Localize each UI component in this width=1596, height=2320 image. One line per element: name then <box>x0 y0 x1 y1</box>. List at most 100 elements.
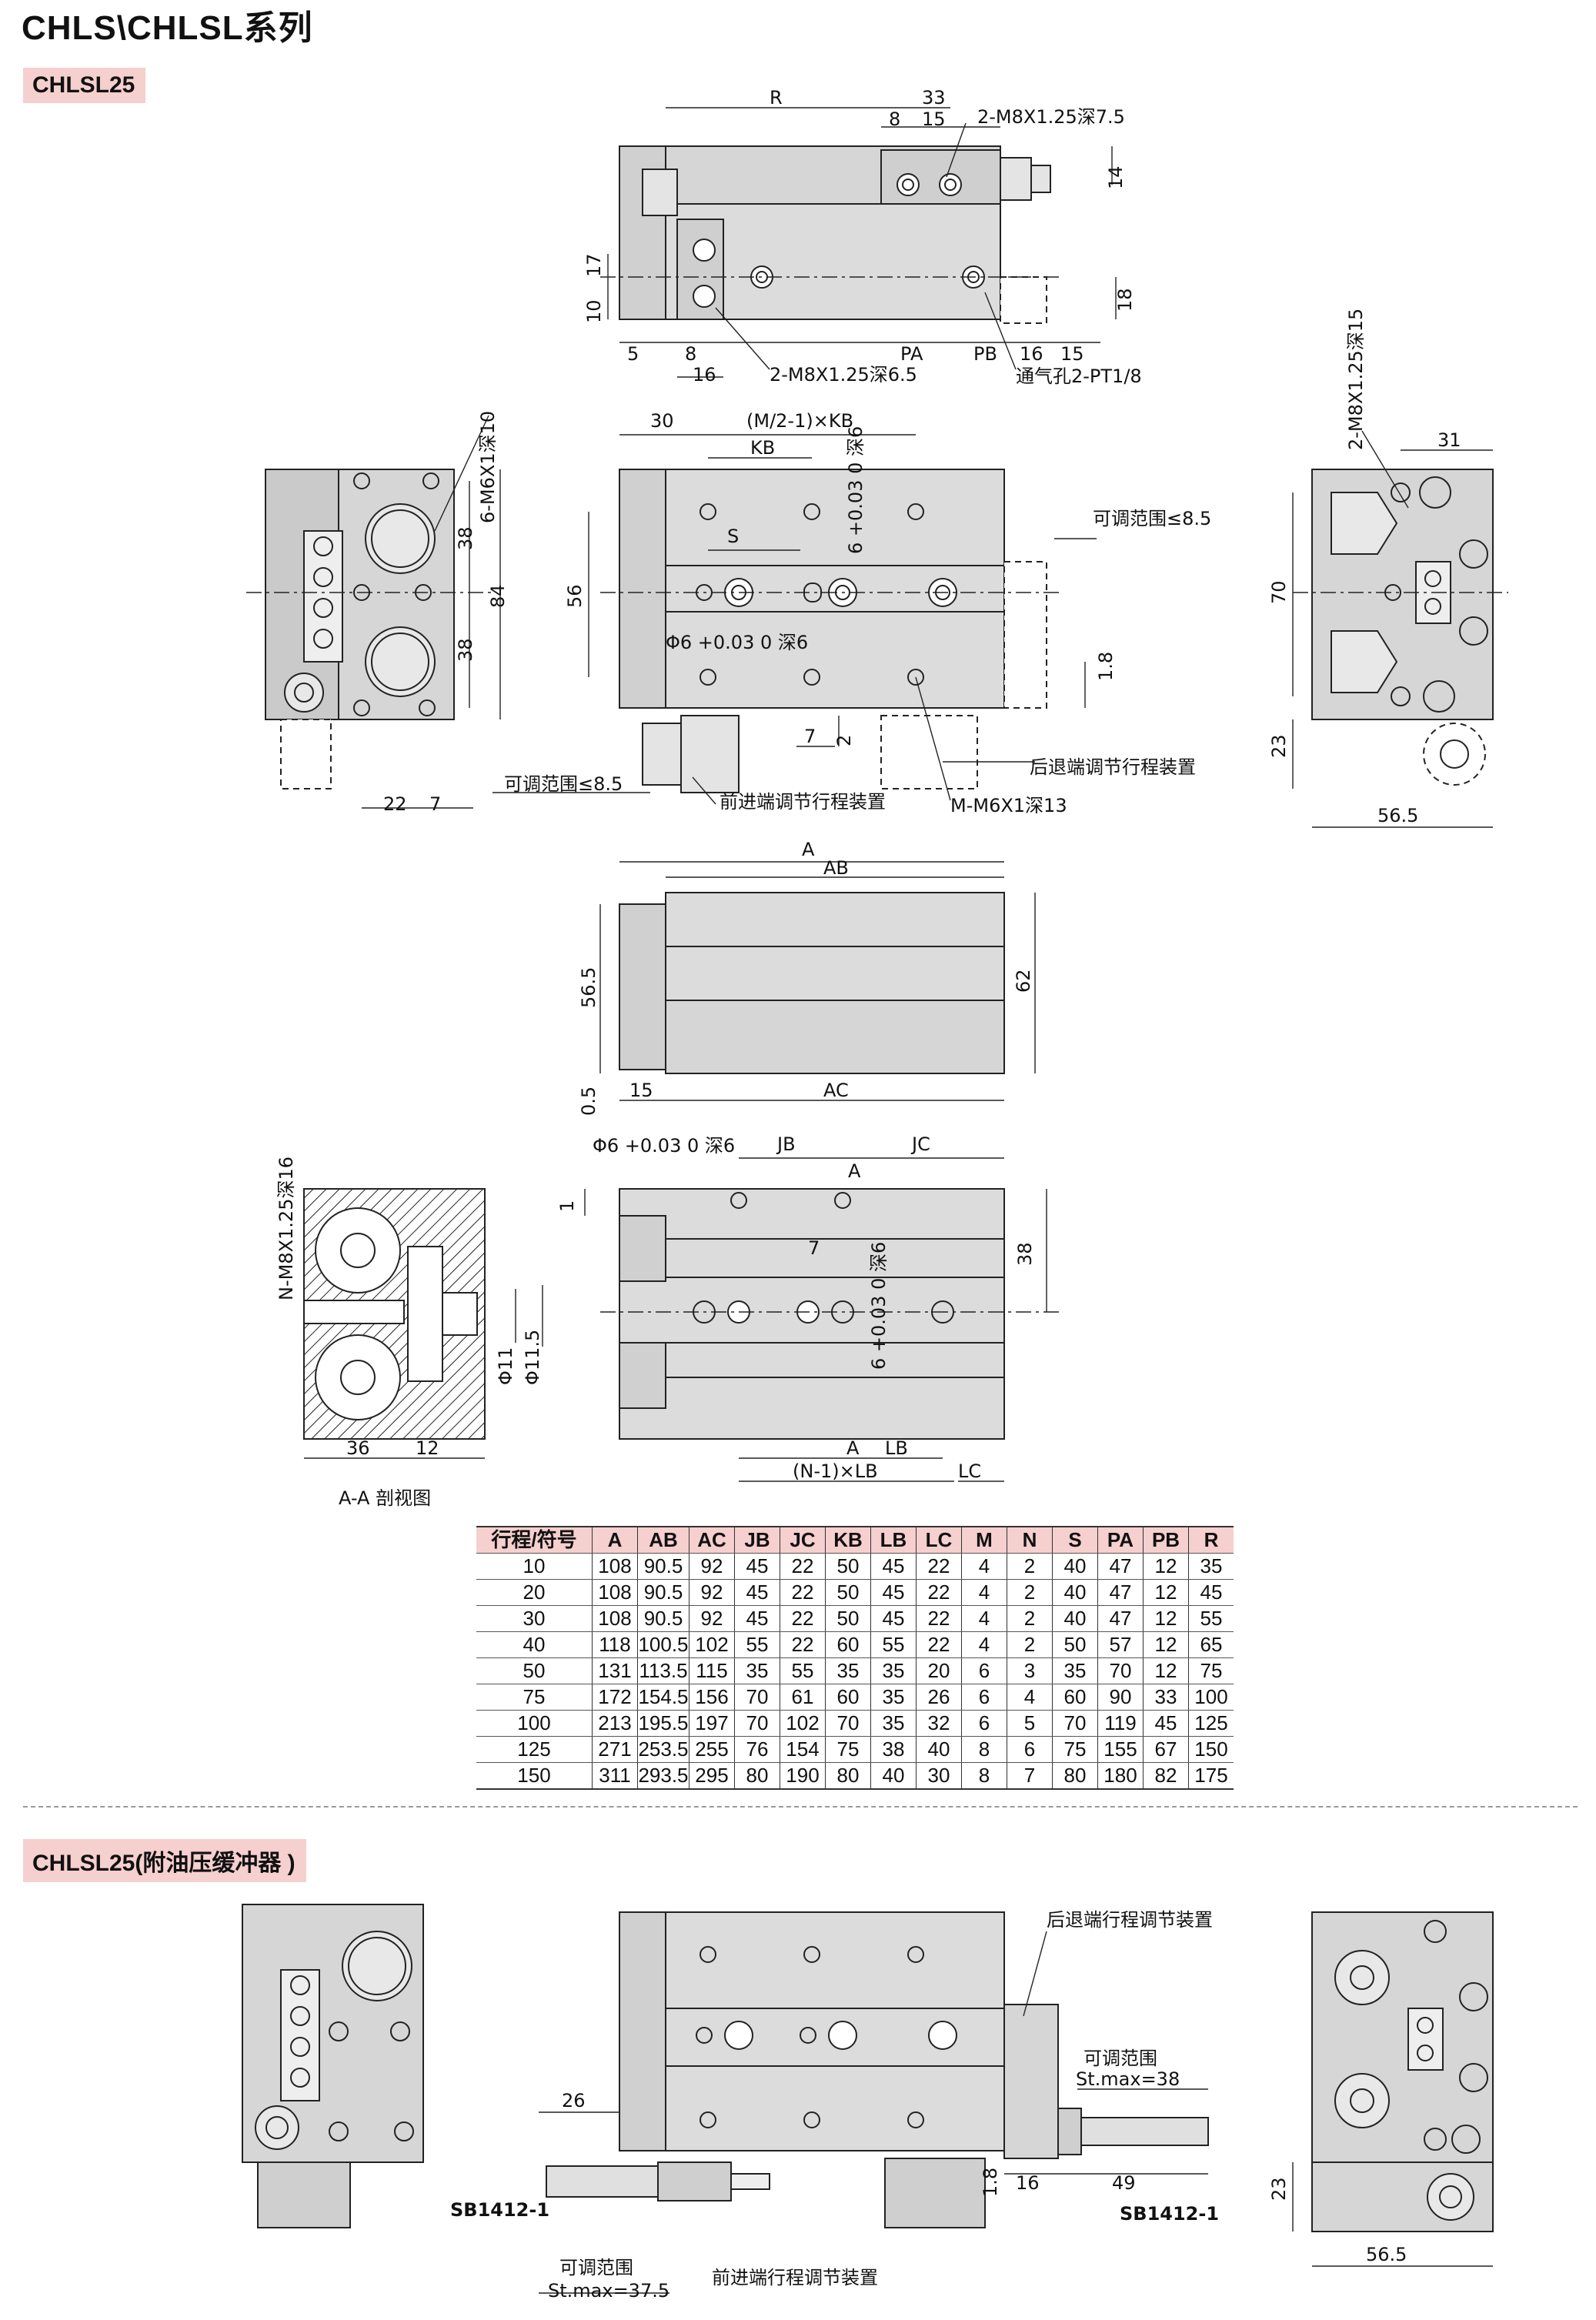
table-cell: 90.5 <box>637 1579 689 1606</box>
dim-a2: A <box>848 1160 861 1182</box>
table-header: N <box>1007 1526 1053 1554</box>
dim-b-adj: 可调范围 <box>1083 2048 1157 2069</box>
table-cell: 35 <box>1188 1553 1234 1580</box>
table-cell: 61 <box>780 1684 826 1711</box>
right-end-view <box>1292 430 1508 828</box>
dim-b-adj2: 可调范围 <box>559 2257 633 2278</box>
dim-phi115: Φ11.5 <box>522 1330 543 1385</box>
table-cell: 197 <box>689 1710 735 1737</box>
table-cell: 190 <box>780 1762 826 1790</box>
dim-kb: KB <box>750 437 775 459</box>
dim-b-16: 16 <box>1016 2172 1040 2194</box>
table-cell: 22 <box>780 1579 826 1606</box>
dim-left-thread: 6-M6X1深10 <box>477 411 499 523</box>
table-cell: 108 <box>592 1579 638 1606</box>
dim-15c: 15 <box>629 1080 653 1101</box>
table-cell: 70 <box>825 1710 871 1737</box>
table-cell: 60 <box>825 1631 871 1658</box>
table-cell: 40 <box>1052 1579 1098 1606</box>
table-cell: 3 <box>1007 1657 1053 1684</box>
section-view <box>303 1188 543 1459</box>
table-cell: 6 <box>961 1684 1007 1711</box>
table-header: AC <box>689 1526 735 1554</box>
table-cell: 175 <box>1188 1762 1234 1790</box>
table-cell: 155 <box>1097 1736 1144 1763</box>
dim-phi11: Φ11 <box>495 1347 516 1385</box>
table-cell: 6 <box>961 1657 1007 1684</box>
table-header: AB <box>637 1526 689 1554</box>
table-cell: 80 <box>825 1762 871 1790</box>
dim-mkb: (M/2-1)×KB <box>746 410 853 432</box>
dim-30: 30 <box>650 410 674 432</box>
table-cell: 45 <box>734 1553 780 1580</box>
table-cell: 35 <box>870 1710 917 1737</box>
table-cell: 92 <box>689 1579 735 1606</box>
table-cell: 35 <box>870 1657 917 1684</box>
dim-565b: 56.5 <box>578 967 599 1008</box>
table-header: JC <box>780 1526 826 1554</box>
dim-56: 56 <box>564 584 586 608</box>
dim-2: 2 <box>833 735 855 746</box>
dim-phi-hole: Φ6 +0.03 0 深6 <box>593 1135 735 1157</box>
table-cell: 70 <box>734 1710 780 1737</box>
dim-b-st375: St.max=37.5 <box>548 2280 669 2302</box>
top-view <box>600 107 1117 378</box>
dim-b-sb1: SB1412-1 <box>450 2199 549 2221</box>
table-cell: 45 <box>1143 1710 1189 1737</box>
table-cell: 154.5 <box>637 1684 689 1711</box>
table-cell: 102 <box>780 1710 826 1737</box>
dim-s: S <box>727 526 739 547</box>
table-cell: 156 <box>689 1684 735 1711</box>
dim-22: 22 <box>383 793 407 815</box>
dim-12: 12 <box>416 1437 439 1459</box>
dim-lb: LB <box>885 1437 908 1459</box>
table-cell: 60 <box>1052 1684 1098 1711</box>
table-cell: 40 <box>476 1631 593 1658</box>
table-header: LB <box>870 1526 917 1554</box>
section-label-chlsl25: CHLSL25 <box>23 68 146 103</box>
table-cell: 125 <box>1188 1710 1234 1737</box>
table-cell: 45 <box>734 1579 780 1606</box>
side-view <box>599 861 1036 1101</box>
buffer-front-view <box>539 1911 1209 2294</box>
dim-6dp: 6 +0.03 0 深6 <box>845 426 866 554</box>
table-cell: 113.5 <box>637 1657 689 1684</box>
dim-thread65: 2-M8X1.25深6.5 <box>770 364 917 386</box>
table-cell: 119 <box>1097 1710 1144 1737</box>
dim-33: 33 <box>922 87 946 108</box>
dim-10: 10 <box>583 299 605 323</box>
dim-18: 18 <box>1114 288 1136 312</box>
dim-adj85a: 可调范围≤8.5 <box>1093 508 1211 529</box>
table-cell: 22 <box>916 1631 962 1658</box>
table-cell: 47 <box>1097 1579 1144 1606</box>
table-cell: 7 <box>1007 1762 1053 1790</box>
table-cell: 118 <box>592 1631 638 1658</box>
table-cell: 45 <box>870 1579 917 1606</box>
table-cell: 4 <box>961 1579 1007 1606</box>
table-cell: 67 <box>1143 1736 1189 1763</box>
dim-84: 84 <box>487 584 509 608</box>
dim-sec-thread: N-M8X1.25深16 <box>275 1157 297 1300</box>
table-cell: 45 <box>870 1605 917 1632</box>
dim-31: 31 <box>1437 429 1461 451</box>
section-divider <box>23 1806 1578 1808</box>
table-cell: 40 <box>1052 1605 1098 1632</box>
dim-b-23: 23 <box>1268 2177 1290 2201</box>
table-cell: 33 <box>1143 1684 1189 1711</box>
dim-15b: 15 <box>1060 343 1084 365</box>
dim-nlb: (N-1)×LB <box>793 1460 878 1482</box>
table-cell: 5 <box>1007 1710 1053 1737</box>
table-cell: 150 <box>476 1762 593 1790</box>
table-header: R <box>1188 1526 1234 1554</box>
table-cell: 22 <box>916 1579 962 1606</box>
table-cell: 55 <box>780 1657 826 1684</box>
dim-pa: PA <box>900 343 923 365</box>
table-cell: 12 <box>1143 1631 1189 1658</box>
section-label-chlsl25-buffer: CHLSL25(附油压缓冲器 ) <box>23 1839 306 1882</box>
